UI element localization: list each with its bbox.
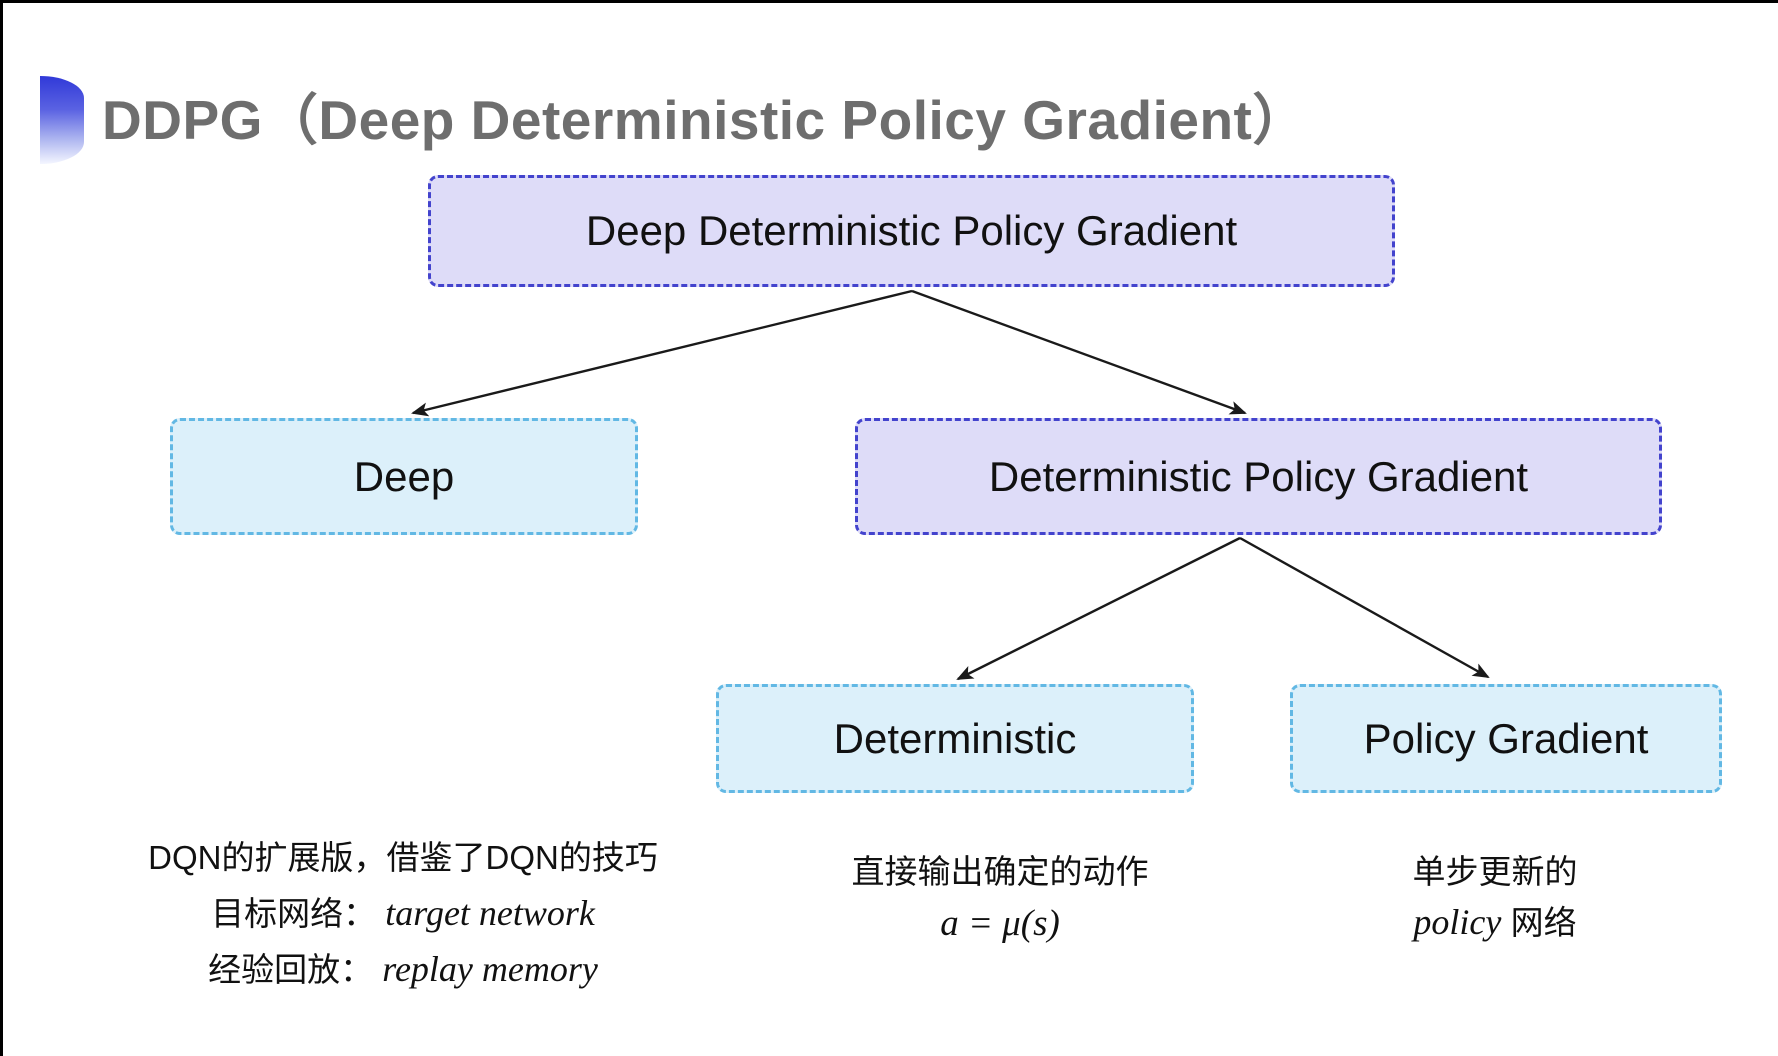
node-label: Deep xyxy=(353,452,455,500)
note-formula: a = μ(s) xyxy=(940,903,1060,944)
node-deterministic: Deterministic xyxy=(716,684,1194,793)
note-term-en: target network xyxy=(385,893,595,933)
title-bullet-icon xyxy=(40,76,84,164)
node-policy-gradient: Policy Gradient xyxy=(1290,684,1722,793)
note-policy-gradient: 单步更新的 policy 网络 xyxy=(1320,850,1670,945)
note-line: 目标网络： target network xyxy=(211,891,595,936)
window-edge-top xyxy=(0,0,1778,3)
arrow-dpg-to-deterministic xyxy=(956,536,1241,681)
arrow-root-to-deep xyxy=(411,289,913,417)
note-line: policy 网络 xyxy=(1413,900,1576,945)
note-line: 单步更新的 xyxy=(1412,853,1578,890)
arrow-dpg-to-policy-gradient xyxy=(1239,536,1490,679)
node-label: Deep Deterministic Policy Gradient xyxy=(585,207,1238,254)
note-line: 直接输出确定的动作 xyxy=(851,853,1149,890)
note-deep-dqn: DQN的扩展版，借鉴了DQN的技巧 目标网络： target network 经… xyxy=(108,836,698,992)
window-edge-left xyxy=(0,0,3,1056)
node-deep-deterministic-policy-gradient: Deep Deterministic Policy Gradient xyxy=(428,175,1395,287)
node-deterministic-policy-gradient: Deterministic Policy Gradient xyxy=(855,418,1662,535)
arrow-root-to-dpg xyxy=(911,289,1247,415)
note-label-zh: 目标网络： xyxy=(211,895,377,932)
note-line: 经验回放： replay memory xyxy=(208,947,598,992)
page-title: DDPG（Deep Deterministic Policy Gradient） xyxy=(102,89,1308,151)
note-label-zh: 网络 xyxy=(1510,904,1577,941)
node-label: Deterministic xyxy=(833,714,1077,762)
node-deep: Deep xyxy=(170,418,638,535)
note-term-en: policy xyxy=(1413,902,1502,942)
node-label: Policy Gradient xyxy=(1363,714,1649,762)
node-label: Deterministic Policy Gradient xyxy=(988,452,1529,500)
note-label-zh: 经验回放： xyxy=(208,951,374,988)
note-term-en: replay memory xyxy=(382,949,598,989)
note-deterministic: 直接输出确定的动作 a = μ(s) xyxy=(800,850,1200,946)
note-line: DQN的扩展版，借鉴了DQN的技巧 xyxy=(148,839,658,876)
